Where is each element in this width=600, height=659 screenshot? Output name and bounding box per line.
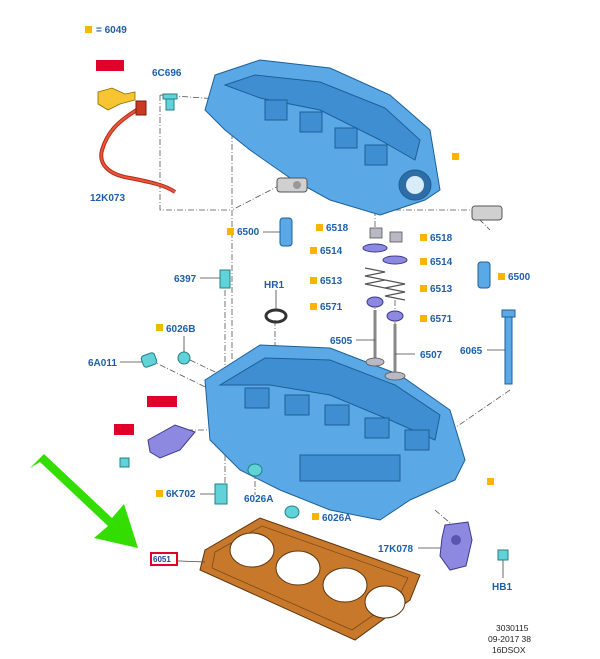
label-6507: 6507 <box>420 350 443 361</box>
legend-marker <box>85 26 92 33</box>
label-6051: 6051 <box>153 555 171 564</box>
leader-lines <box>120 231 505 578</box>
label-6C696: 6C696 <box>152 68 182 79</box>
camshaft-carrier <box>204 59 441 216</box>
marker-6513-left <box>310 277 317 284</box>
label-6500-right: 6500 <box>508 272 531 283</box>
label-6518-right: 6518 <box>430 233 453 244</box>
bolt-HB1 <box>497 549 509 561</box>
marker-6026A-2 <box>312 513 319 520</box>
label-6571-left: 6571 <box>320 302 343 313</box>
label-6026B: 6026B <box>166 324 195 335</box>
marker-6500-right <box>498 273 505 280</box>
label-6513-right: 6513 <box>430 284 453 295</box>
plug-6026A-1 <box>247 463 263 477</box>
label-6065: 6065 <box>460 346 483 357</box>
plug-6A011 <box>140 352 158 368</box>
marker-6513-right <box>420 285 427 292</box>
redbox-top <box>96 60 124 71</box>
marker-6571-right <box>420 315 427 322</box>
label-HR1: HR1 <box>264 280 284 291</box>
label-6026A-2: 6026A <box>322 513 351 524</box>
seal-HR1 <box>264 308 288 324</box>
legend-text: = 6049 <box>96 25 127 36</box>
carrier-marker <box>452 153 459 160</box>
redbox-gasket <box>150 552 178 566</box>
head-gasket <box>199 517 421 641</box>
label-6500-left: 6500 <box>237 227 260 238</box>
plug-6026B <box>177 351 191 365</box>
footer-line-3: 16DSOX <box>492 645 526 655</box>
label-6518-left: 6518 <box>326 223 349 234</box>
marker-6518-right <box>420 234 427 241</box>
footer-line-2: 09-2017 38 <box>488 634 531 644</box>
label-6A011: 6A011 <box>88 358 117 369</box>
label-6397: 6397 <box>174 274 197 285</box>
label-6K702: 6K702 <box>166 489 196 500</box>
label-6571-right: 6571 <box>430 314 453 325</box>
label-6505: 6505 <box>330 336 353 347</box>
marker-6518-left <box>316 224 323 231</box>
redbox-mid-a <box>147 396 177 407</box>
redbox-mid-b <box>114 424 134 435</box>
label-6514-left: 6514 <box>320 246 343 257</box>
bracket-17K078 <box>439 521 473 571</box>
label-HB1: HB1 <box>492 582 512 593</box>
marker-6500-left <box>227 228 234 235</box>
cylinder-head <box>204 344 466 521</box>
marker-6K702 <box>156 490 163 497</box>
label-6513-left: 6513 <box>320 276 343 287</box>
dowel-6397 <box>219 269 231 289</box>
dowel-6K702 <box>214 483 228 505</box>
valve-train <box>362 205 516 385</box>
bolt-small <box>119 457 130 468</box>
marker-6514-right <box>420 258 427 265</box>
lower-bracket <box>147 424 196 459</box>
pointer-arrow <box>30 454 138 548</box>
label-12K073: 12K073 <box>90 193 125 204</box>
sensor-bracket <box>97 87 177 194</box>
label-17K078: 17K078 <box>378 544 413 555</box>
plug-6026A-2 <box>284 505 300 519</box>
marker-6571-left <box>310 303 317 310</box>
head-marker <box>487 478 494 485</box>
footer-line-1: 3030115 <box>496 623 529 633</box>
lifter-6500-left <box>279 217 293 247</box>
rocker-left <box>276 177 308 193</box>
marker-6026B <box>156 324 163 331</box>
label-6514-right: 6514 <box>430 257 453 268</box>
label-6026A-1: 6026A <box>244 494 273 505</box>
marker-6514-left <box>310 247 317 254</box>
